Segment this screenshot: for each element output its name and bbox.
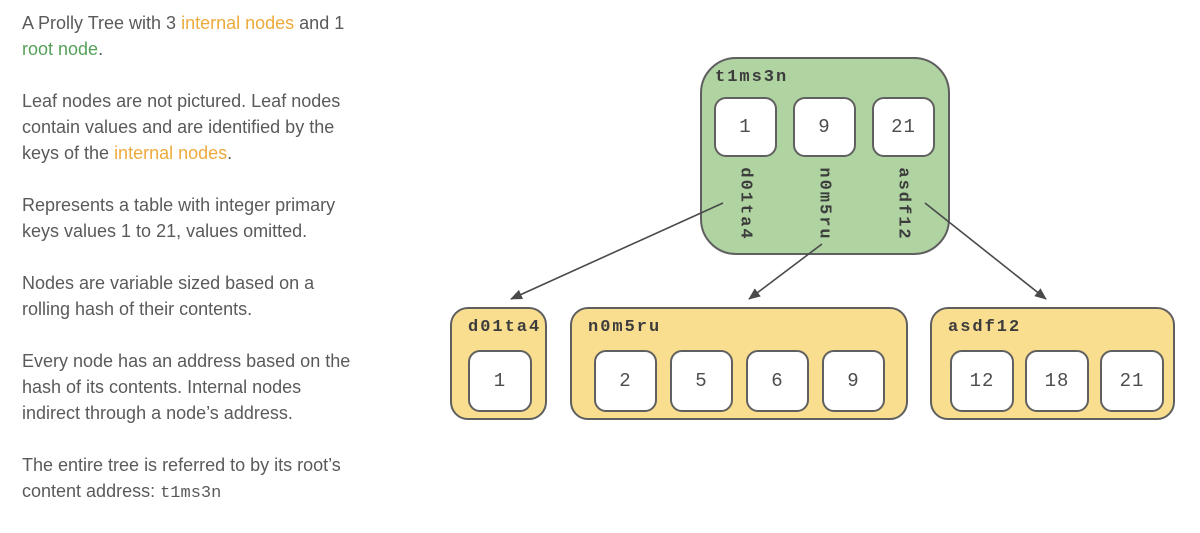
key-value: 9 — [847, 370, 860, 392]
text-segment: A Prolly Tree with 3 — [22, 13, 182, 33]
paragraph-table-keys: Represents a table with integer primary … — [22, 192, 442, 244]
root-key-cell: 1 — [714, 97, 777, 157]
key-value: 5 — [695, 370, 708, 392]
root-node-t1ms3n: t1ms3n 1 9 21 d01ta4 n0m5ru asdf12 — [700, 57, 950, 255]
text-segment: content address: — [22, 481, 161, 501]
root-address-code: t1ms3n — [160, 484, 222, 503]
paragraph-variable-size: Nodes are variable sized based on a roll… — [22, 270, 442, 322]
child-ref-label-d01ta4: d01ta4 — [735, 167, 755, 241]
text-line: keys values 1 to 21, values omitted. — [22, 221, 308, 241]
text-segment: . — [227, 143, 233, 163]
key-value: 1 — [493, 370, 507, 392]
edge-root-to-d01ta4 — [510, 202, 724, 300]
internal-node-n0m5ru: n0m5ru 2 5 6 9 — [570, 307, 908, 420]
paragraph-node-address: Every node has an address based on the h… — [22, 348, 442, 426]
key-value: 9 — [818, 116, 831, 138]
text-segment: and 1 — [294, 13, 345, 33]
key-cell: 9 — [822, 350, 885, 412]
key-value: 21 — [1119, 370, 1145, 392]
paragraph-tree-summary: A Prolly Tree with 3 internal nodes and … — [22, 10, 442, 62]
text-segment: keys of the — [22, 143, 115, 163]
key-cell: 5 — [670, 350, 733, 412]
text-line: Every node has an address based on the — [22, 351, 351, 371]
key-cell: 18 — [1025, 350, 1089, 412]
text-line: The entire tree is referred to by its ro… — [22, 455, 341, 475]
key-value: 18 — [1044, 370, 1070, 392]
internal-nodes-highlight: internal nodes — [181, 13, 295, 33]
text-segment: . — [98, 39, 104, 59]
root-key-cell: 21 — [872, 97, 935, 157]
node-address-label: n0m5ru — [588, 318, 662, 337]
text-line: contain values and are identified by the — [22, 117, 335, 137]
text-line: rolling hash of their contents. — [22, 299, 253, 319]
key-value: 12 — [969, 370, 995, 392]
text-line: Nodes are variable sized based on a — [22, 273, 315, 293]
key-cell: 1 — [468, 350, 532, 412]
text-line: hash of its contents. Internal nodes — [22, 377, 302, 397]
key-cell: 12 — [950, 350, 1014, 412]
paragraph-root-address: The entire tree is referred to by its ro… — [22, 452, 442, 507]
root-node-address-label: t1ms3n — [715, 68, 789, 87]
internal-nodes-highlight: internal nodes — [114, 143, 228, 163]
key-cell: 21 — [1100, 350, 1164, 412]
key-value: 6 — [771, 370, 784, 392]
paragraph-leaf-nodes: Leaf nodes are not pictured. Leaf nodes … — [22, 88, 442, 166]
root-node-highlight: root node — [22, 39, 99, 59]
node-address-label: d01ta4 — [468, 318, 542, 337]
text-line: Represents a table with integer primary — [22, 195, 336, 215]
internal-node-d01ta4: d01ta4 1 — [450, 307, 547, 420]
text-line: Leaf nodes are not pictured. Leaf nodes — [22, 91, 341, 111]
key-cell: 6 — [746, 350, 809, 412]
text-line: indirect through a node’s address. — [22, 403, 293, 423]
child-ref-label-n0m5ru: n0m5ru — [814, 167, 834, 241]
key-cell: 2 — [594, 350, 657, 412]
key-value: 1 — [739, 116, 752, 138]
explanation-text-panel: A Prolly Tree with 3 internal nodes and … — [22, 10, 442, 533]
child-ref-label-asdf12: asdf12 — [893, 167, 913, 241]
node-address-label: asdf12 — [948, 318, 1022, 337]
key-value: 2 — [619, 370, 632, 392]
key-value: 21 — [891, 116, 916, 138]
root-key-cell: 9 — [793, 97, 856, 157]
internal-node-asdf12: asdf12 12 18 21 — [930, 307, 1175, 420]
